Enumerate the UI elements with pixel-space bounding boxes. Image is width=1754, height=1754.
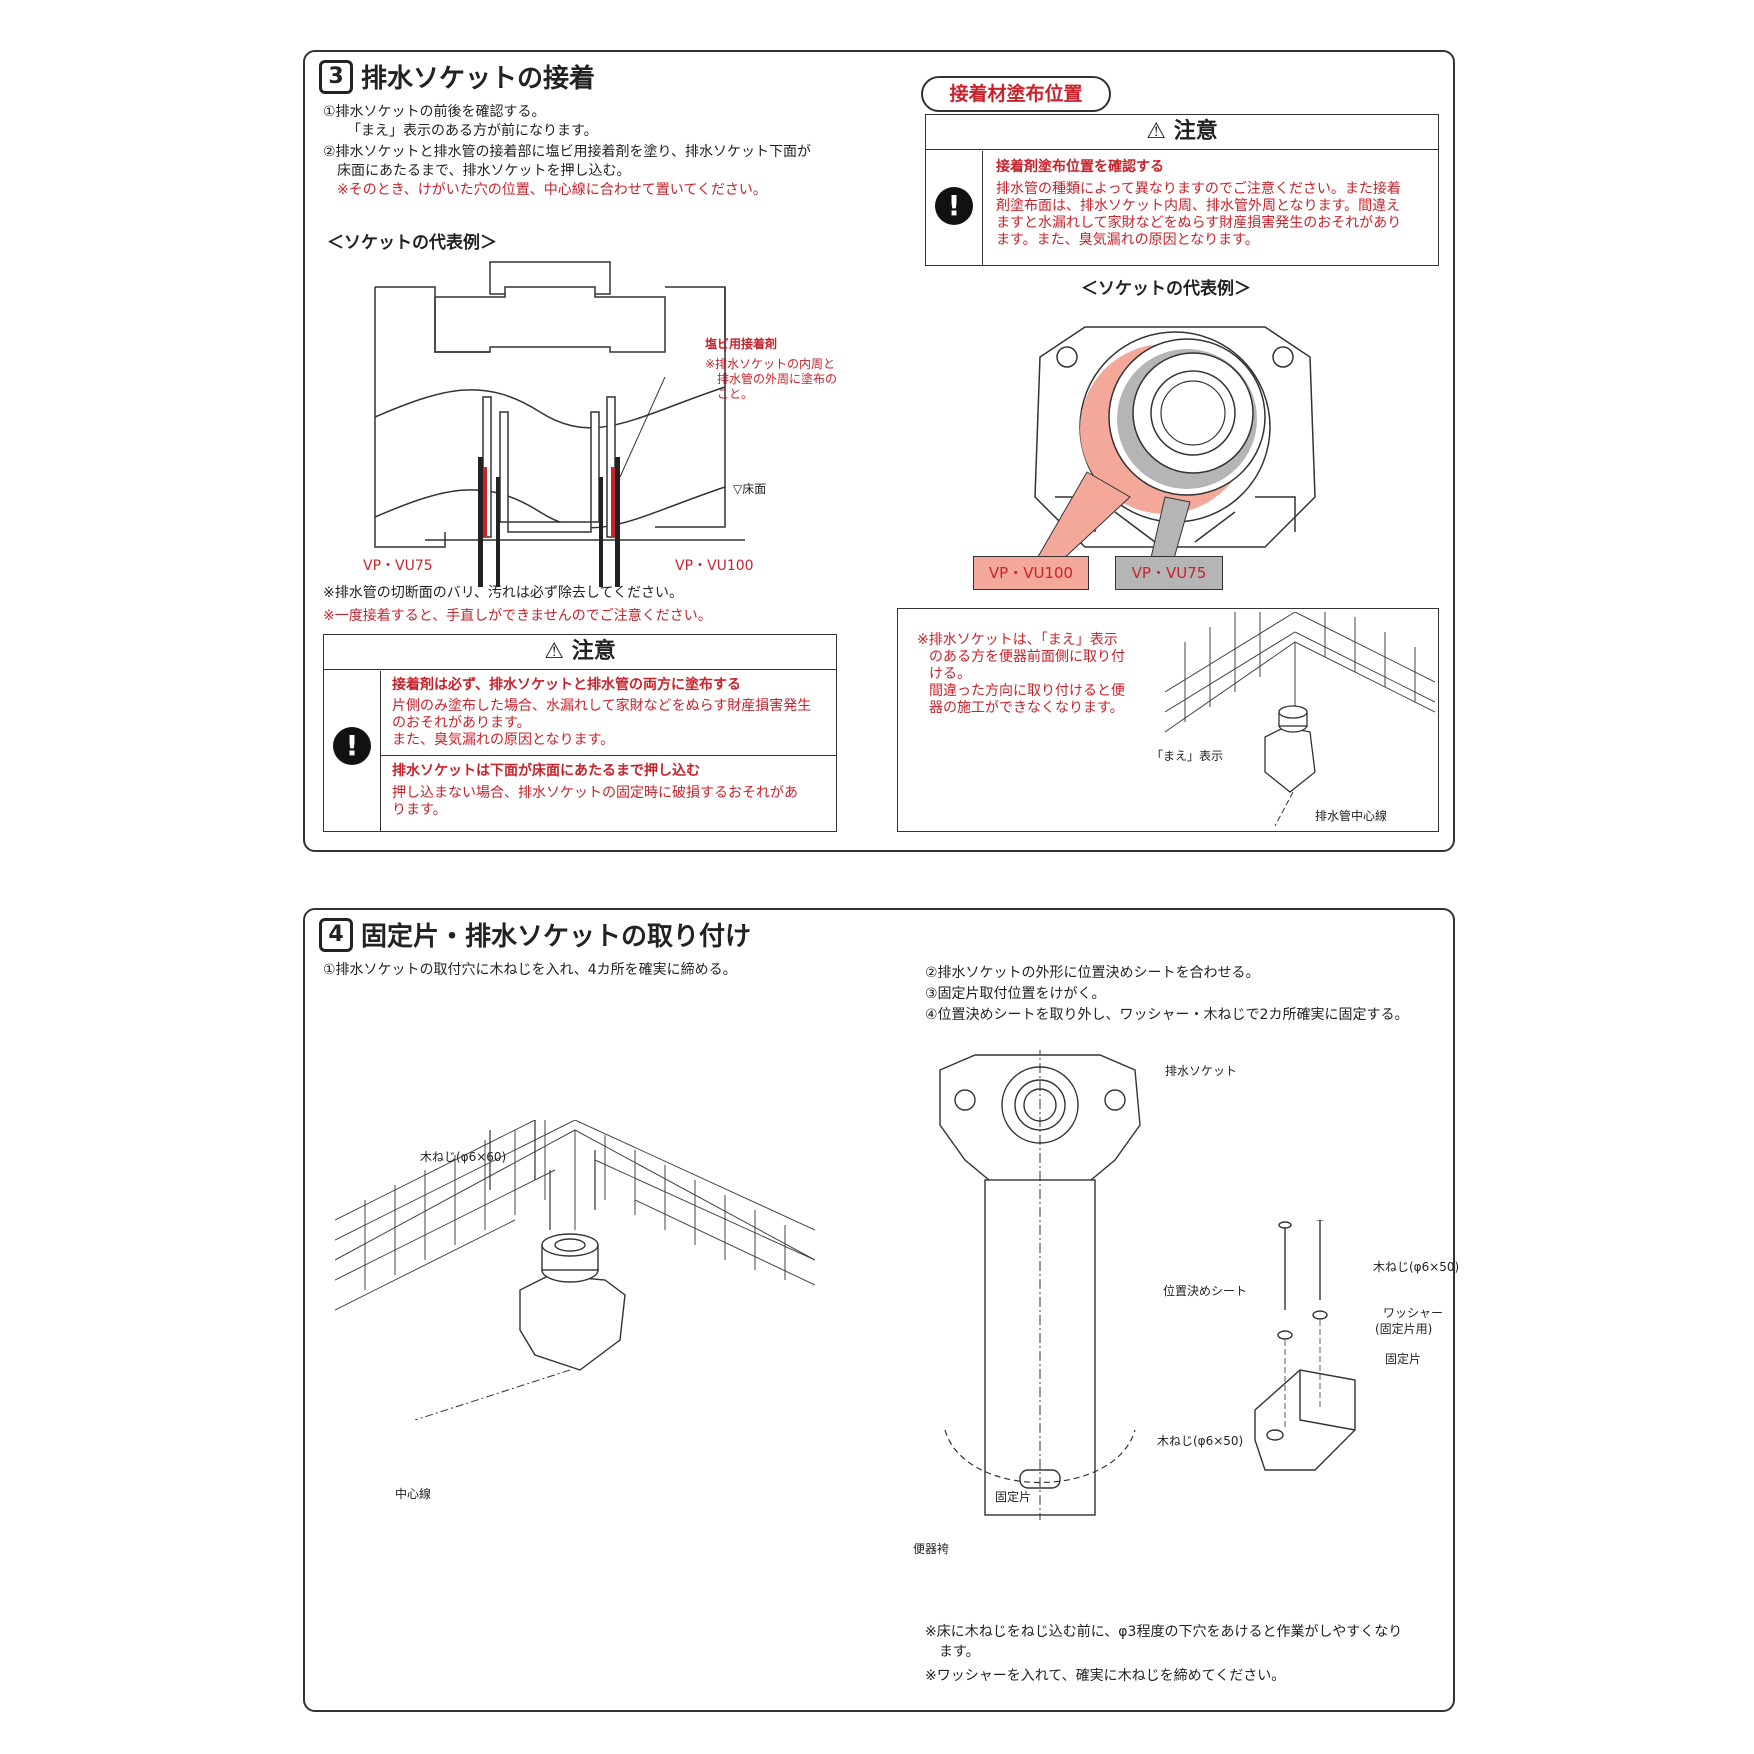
label-drain-center: 排水管中心線: [1315, 809, 1388, 823]
section-title-text: 固定片・排水ソケットの取り付け: [361, 922, 752, 952]
step-line: ①排水ソケットの前後を確認する。: [323, 104, 546, 120]
orientation-text: ※排水ソケットは、「まえ」表示: [917, 632, 1118, 648]
note-line: ※排水管の切断面のバリ、汚れは必ず除去してください。: [323, 585, 684, 601]
example-title-right: ＜ソケットの代表例＞: [1081, 279, 1251, 299]
label-vp75: VP・VU75: [363, 558, 433, 574]
caution-item-text: 排水管の種類によって異なりますのでご注意ください。また接着: [996, 181, 1401, 197]
step-line: ※そのとき、けがいた穴の位置、中心線に合わせて置いてください。: [337, 182, 767, 198]
step-line: ②排水ソケットの外形に位置決めシートを合わせる。: [925, 965, 1260, 981]
caution-icon-column: [324, 671, 381, 831]
step-line: ①排水ソケットの取付穴に木ねじを入れ、4カ所を確実に締める。: [323, 962, 737, 978]
section-3: 3 排水ソケットの接着 ①排水ソケットの前後を確認する。 「まえ」表示のある方が…: [303, 50, 1455, 852]
label-adhesive-note: こと。: [717, 387, 754, 401]
socket-install-figure: [335, 1120, 815, 1420]
caution-icon-column: [926, 151, 983, 265]
caution-item-text: ますと水漏れして家財などをぬらす財産損害発生のおそれがあり: [996, 215, 1402, 231]
exclamation-icon: !: [935, 187, 973, 225]
caution-item-title: 排水ソケットは下面が床面にあたるまで押し込む: [392, 763, 700, 779]
step-line: ②排水ソケットと排水管の接着部に塩ビ用接着剤を塗り、排水ソケット下面が: [323, 144, 811, 160]
step-line: ④位置決めシートを取り外し、ワッシャー・木ねじで2カ所確実に固定する。: [925, 1007, 1409, 1023]
label-center-line: 中心線: [395, 1487, 432, 1501]
orientation-text: のある方を便器前面側に取り付: [929, 649, 1125, 665]
label-wood-screw-50b: 木ねじ(φ6×50): [1373, 1260, 1460, 1274]
caution-item-title: 接着剤塗布位置を確認する: [996, 159, 1164, 175]
note-line: ます。: [939, 1644, 980, 1660]
socket-cross-section-figure: [374, 261, 745, 587]
label-positioning-sheet: 位置決めシート: [1163, 1284, 1248, 1298]
caution-item-text: のおそれがあります。: [392, 715, 531, 731]
orientation-text: ける。: [929, 666, 971, 682]
label-fixing-piece-2: 固定片: [1385, 1352, 1422, 1366]
caution-item-text: 押し込まない場合、排水ソケットの固定時に破損するおそれがあ: [392, 785, 798, 801]
label-wood-screw-50: 木ねじ(φ6×50): [1157, 1434, 1244, 1448]
label-toilet-skirt: 便器袴: [913, 1542, 950, 1556]
caution-header: ⚠ 注意: [926, 115, 1438, 150]
step-line: 床面にあたるまで、排水ソケットを押し込む。: [337, 163, 631, 179]
section-4: 4 固定片・排水ソケットの取り付け ①排水ソケットの取付穴に木ねじを入れ、4カ所…: [303, 908, 1459, 1712]
step-line: ③固定片取付位置をけがく。: [925, 986, 1106, 1002]
positioning-sheet-figure: [939, 1050, 1141, 1520]
caution-header-text: 注意: [1173, 119, 1218, 144]
note-line: ※床に木ねじをねじ込む前に、φ3程度の下穴をあけると作業がしやすくなり: [925, 1624, 1403, 1640]
example-title: ＜ソケットの代表例＞: [327, 233, 497, 253]
label-mae: 「まえ」表示: [1151, 749, 1224, 763]
orientation-text: 器の施工ができなくなります。: [929, 700, 1124, 716]
label-washer-sub: (固定片用): [1375, 1322, 1433, 1336]
socket-top-view-figure: [1034, 326, 1316, 557]
adhesive-position-pill: 接着材塗布位置: [921, 76, 1111, 112]
label-adhesive-note: 排水管の外周に塗布の: [717, 372, 838, 386]
caution-item-text: 片側のみ塗布した場合、水漏れして家財などをぬらす財産損害発生: [392, 698, 812, 714]
tag-vp75: VP・VU75: [1115, 556, 1223, 590]
caution-box: ⚠ 注意 ! 接着剤は必ず、排水ソケットと排水管の両方に塗布する 片側のみ塗布し…: [323, 634, 837, 832]
caution-item-text: ます。また、臭気漏れの原因となります。: [996, 232, 1259, 248]
note-line: ※ワッシャーを入れて、確実に木ねじを締めてください。: [925, 1668, 1286, 1684]
label-floor: ▽床面: [733, 482, 767, 496]
section-4-title: 4 固定片・排水ソケットの取り付け: [319, 916, 751, 953]
caution-item-text: ります。: [392, 802, 447, 818]
caution-header: ⚠ 注意: [324, 635, 836, 670]
step-line: 「まえ」表示のある方が前になります。: [347, 123, 598, 139]
label-vp100: VP・VU100: [675, 558, 754, 574]
caution-item-text: また、臭気漏れの原因となります。: [392, 732, 615, 748]
orientation-figure: [1165, 612, 1435, 826]
exclamation-icon: !: [333, 727, 371, 765]
caution-box-right: ⚠ 注意 ! 接着剤塗布位置を確認する 排水管の種類によって異なりますのでご注意…: [925, 114, 1439, 266]
label-fixing-piece: 固定片: [995, 1490, 1032, 1504]
label-adhesive: 塩ビ用接着剤: [705, 337, 778, 351]
fixing-parts-figure: [1254, 1220, 1356, 1471]
tag-vp100: VP・VU100: [973, 556, 1089, 590]
orientation-text: 間違った方向に取り付けると便: [929, 683, 1125, 699]
section-3-title: 3 排水ソケットの接着: [319, 58, 595, 95]
label-drain-socket: 排水ソケット: [1165, 1064, 1238, 1078]
label-adhesive-note: ※排水ソケットの内周と: [705, 357, 836, 371]
caution-divider: [381, 755, 836, 756]
caution-item-text: 剤塗布面は、排水ソケット内周、排水管外周となります。間違え: [996, 198, 1401, 214]
caution-item-title: 接着剤は必ず、排水ソケットと排水管の両方に塗布する: [392, 677, 742, 693]
section-number: 3: [319, 59, 353, 94]
orientation-box: [897, 608, 1439, 832]
note-line: ※一度接着すると、手直しができませんのでご注意ください。: [323, 608, 712, 624]
section-number: 4: [319, 917, 353, 952]
caution-header-text: 注意: [571, 639, 616, 664]
section-title-text: 排水ソケットの接着: [361, 64, 596, 94]
label-washer: ワッシャー: [1383, 1306, 1444, 1320]
label-wood-screw-60: 木ねじ(φ6×60): [420, 1150, 507, 1164]
